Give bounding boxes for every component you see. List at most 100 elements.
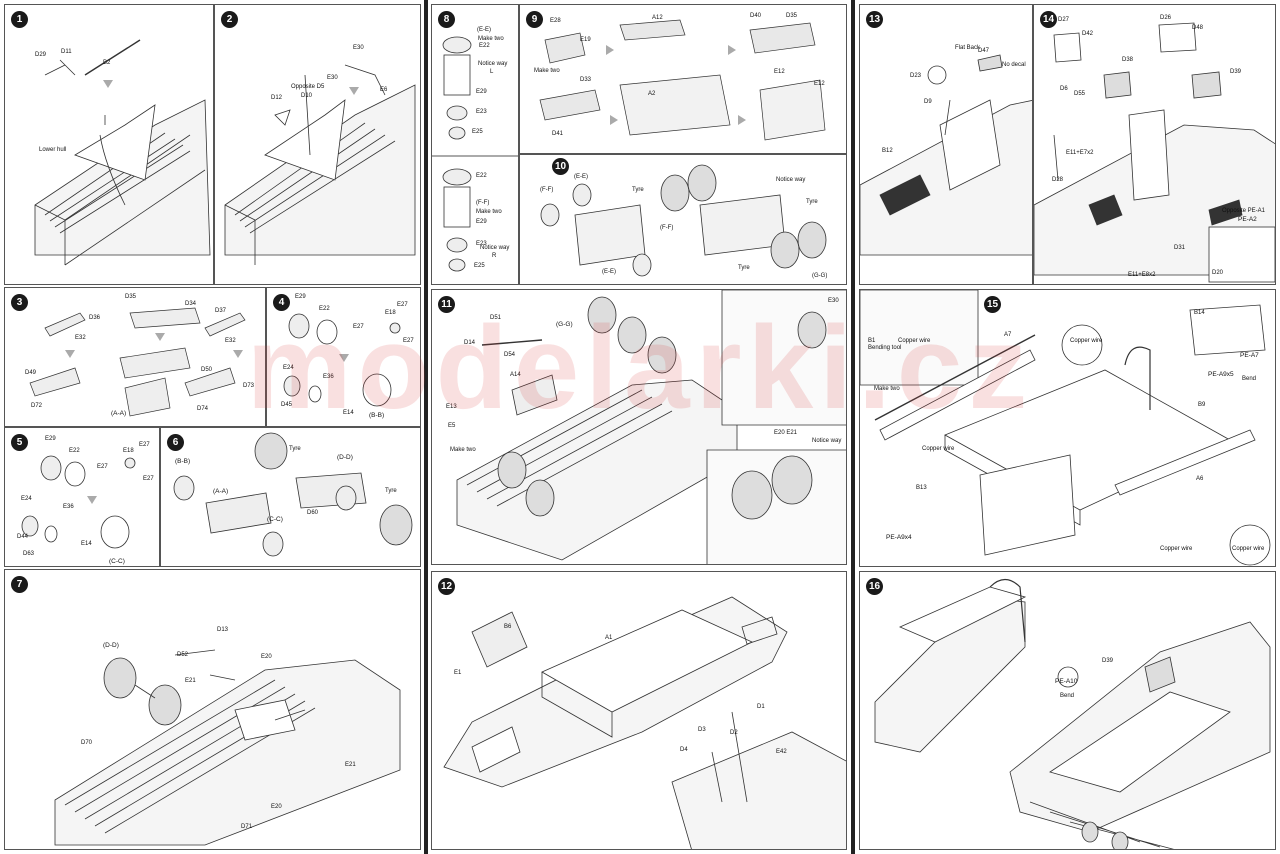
part-label: E21 <box>345 762 356 768</box>
part-label: B13 <box>916 485 927 491</box>
step-arrow <box>103 80 113 88</box>
assembly-label: (C-C) <box>109 558 125 565</box>
part-label: E22 <box>69 448 80 454</box>
part-label: Notice way <box>478 61 508 67</box>
step-6-drawing <box>173 432 413 557</box>
step-5-panel: 5 E29 E22 E27 E18 E27 E27 E24 E36 D44 E1… <box>4 427 160 567</box>
assembly-label: (C-C) <box>267 516 283 523</box>
step-arrow <box>65 350 75 358</box>
part-label: D10 <box>301 93 313 99</box>
assembly-label: (B-B) <box>369 412 385 419</box>
part-label: D73 <box>243 383 255 389</box>
part-label: D20 <box>1212 270 1224 276</box>
part-label: D29 <box>35 52 47 58</box>
part-label: E22 <box>479 43 490 49</box>
part-label: E30 <box>828 298 839 304</box>
part-label: E28 <box>550 18 561 24</box>
part-label: Notice way <box>776 177 806 183</box>
part-label: No decal <box>1002 62 1026 68</box>
step-number: 14 <box>1040 11 1057 28</box>
part-label: Make two <box>476 209 502 215</box>
part-label: D44 <box>17 534 29 540</box>
step-10-drawing <box>540 164 827 277</box>
part-label: Make two <box>450 447 476 453</box>
part-label: E29 <box>295 294 306 300</box>
part-label: D47 <box>978 48 990 54</box>
part-label: D54 <box>504 352 516 358</box>
part-label: A12 <box>652 15 663 21</box>
part-label: E23 <box>476 109 487 115</box>
part-label: Tyre <box>385 488 397 494</box>
step-number: 7 <box>11 576 28 593</box>
column-divider-left <box>424 0 428 854</box>
part-label: B2 <box>103 60 111 66</box>
step-arrow <box>610 115 618 125</box>
step-arrow <box>606 45 614 55</box>
step-13-panel: 13 Flat Back D47 No decal D23 D9 B12 <box>859 4 1033 285</box>
part-label: E12 <box>814 81 825 87</box>
part-label: E32 <box>225 338 236 344</box>
step-6-panel: 6 (B-B) (A-A) Tyre (D-D) (C-C) D60 Tyre <box>160 427 421 567</box>
part-label: A7 <box>1004 332 1012 338</box>
part-label: Flat Back <box>955 45 981 51</box>
part-label: E1 <box>454 670 462 676</box>
step-number: 16 <box>866 578 883 595</box>
part-label: Make two <box>534 68 560 74</box>
part-label: E27 <box>397 302 408 308</box>
part-label: D11 <box>61 49 72 55</box>
part-label: D48 <box>1192 25 1204 31</box>
part-label: D38 <box>1122 57 1134 63</box>
part-label: E20 E21 <box>774 430 798 436</box>
assembly-label: (D-D) <box>103 642 119 649</box>
step-1-drawing <box>34 39 211 266</box>
step-2-panel: 2 D12 Opposite D5 D10 E30 E30 E6 <box>214 4 421 285</box>
step-10-panel: 10 (F-F) (E-E) Tyre Notice way Tyre (F-F… <box>519 154 847 285</box>
part-label: D1 <box>757 704 765 710</box>
step-4-panel: 4 E29 E22 E27 E18 E27 E27 E24 E36 D45 E1… <box>266 287 421 427</box>
part-label: B9 <box>1198 402 1206 408</box>
part-label: Copper wire <box>1070 338 1103 344</box>
part-label: E21 <box>185 678 196 684</box>
step-7-drawing <box>54 649 401 846</box>
part-label: Lower hull <box>39 147 67 153</box>
part-label: PE-A10 <box>1055 678 1078 685</box>
part-label: E11+E8x2 <box>1128 272 1156 278</box>
part-label: E29 <box>476 219 487 225</box>
part-label: D23 <box>910 73 922 79</box>
part-label: D55 <box>1074 91 1086 97</box>
part-label: D35 <box>786 13 798 19</box>
part-label: D26 <box>1160 15 1172 21</box>
part-label: PE-A2 <box>1238 216 1257 223</box>
part-label: E19 <box>580 37 591 43</box>
step-8-panel: 8 (E-E) Make two E22 E29 Notice way L E2… <box>431 4 519 285</box>
part-label: A1 <box>605 635 613 641</box>
step-7-panel: 7 (D-D) D52 D13 E20 E21 D70 E21 E20 D71 <box>4 569 421 850</box>
part-label: E30 <box>353 45 364 51</box>
part-label: Bend <box>1060 693 1075 699</box>
assembly-label: (G-G) <box>556 321 573 328</box>
part-label: D50 <box>201 367 213 373</box>
assembly-label: (D-D) <box>337 454 353 461</box>
step-arrow <box>233 350 243 358</box>
part-label: D2 <box>730 730 738 736</box>
part-label: E22 <box>476 173 487 179</box>
part-label: (F-F) <box>540 187 554 193</box>
part-label: D3 <box>698 727 706 733</box>
step-number: 3 <box>11 294 28 311</box>
part-label: A2 <box>648 91 656 97</box>
step-4-drawing <box>283 313 401 407</box>
step-number: 4 <box>273 294 290 311</box>
step-11-panel: 11 D51 (G-G) D14 D54 A14 E13 E5 Make two… <box>431 289 847 565</box>
part-label: D37 <box>215 308 227 314</box>
part-label: B6 <box>504 624 512 630</box>
part-label: E13 <box>446 404 457 410</box>
step-12-drawing <box>443 596 846 849</box>
part-label: R <box>492 253 497 259</box>
part-label: E25 <box>474 263 485 269</box>
part-label: D33 <box>580 77 592 83</box>
part-label: D27 <box>1058 17 1070 23</box>
step-8-drawing <box>432 36 518 272</box>
step-14-drawing <box>1034 22 1275 283</box>
part-label: D13 <box>217 627 229 633</box>
step-16-drawing <box>874 578 1271 849</box>
